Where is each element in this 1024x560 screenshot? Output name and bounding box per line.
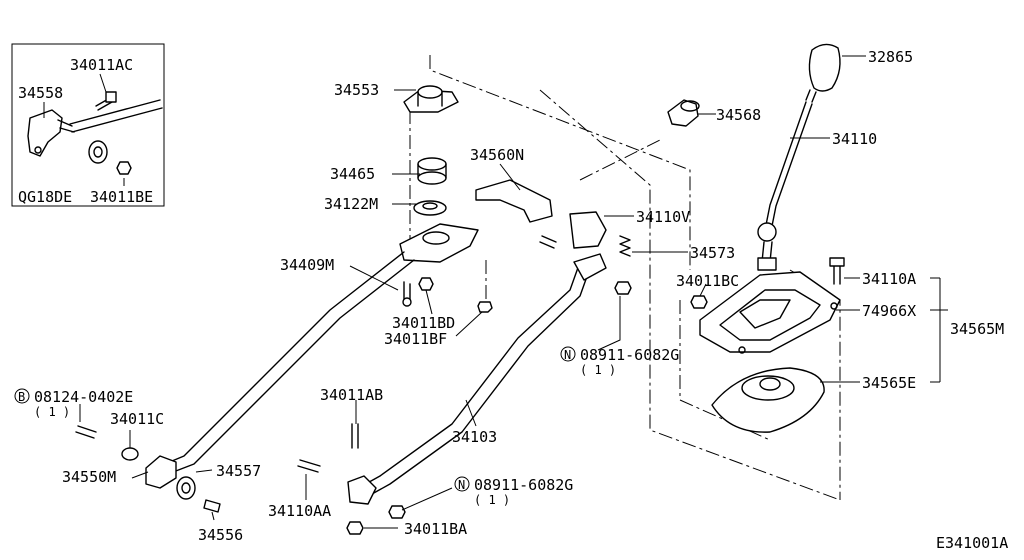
inset-panel: 34011AC 34558 QG18DE 34011BE: [11, 43, 165, 207]
part-labels: 32865 34110 34568 34553 34465 34122M 345…: [62, 48, 1004, 544]
label-32865: 32865: [868, 48, 913, 66]
label-34550M: 34550M: [62, 468, 116, 486]
grommet-34557: [176, 476, 196, 500]
label-34553: 34553: [334, 81, 379, 99]
bolt-34011AB: [351, 423, 359, 449]
bushing-34465: [417, 157, 447, 171]
label-34409M: 34409M: [280, 256, 334, 274]
rod-34550M: [159, 251, 405, 467]
block-34110V: [569, 211, 607, 249]
inset-label-34558: 34558: [18, 84, 63, 102]
callout-number-b: 08124-0402E: [34, 388, 133, 406]
label-34011AB: 34011AB: [320, 386, 383, 404]
nut-08911-upper: [614, 281, 632, 295]
nut-34011BC: [690, 295, 708, 309]
callout-letter-n-lower: N: [458, 478, 465, 492]
nut-34011BA: [346, 521, 364, 535]
label-34556: 34556: [198, 526, 243, 544]
callout-number-n-lower: 08911-6082G: [474, 476, 573, 494]
bracket-34409M: [399, 223, 479, 263]
callout-qty-n-lower: ( 1 ): [474, 493, 510, 507]
label-34573: 34573: [690, 244, 735, 262]
callout-circle-b: [14, 388, 30, 404]
callout-nut-n-upper: N 08911-6082G ( 1 ): [560, 346, 679, 377]
nut-34011BD: [418, 277, 434, 291]
boot-frame: [699, 271, 841, 353]
callout-number-n-upper: 08911-6082G: [580, 346, 679, 364]
callout-letter-n-upper: N: [564, 348, 571, 362]
shift-lever-assembly: [757, 43, 841, 271]
label-34011C: 34011C: [110, 410, 164, 428]
bolt-34110AA: [297, 459, 321, 473]
callout-nut-n-lower: N 08911-6082G ( 1 ): [454, 476, 573, 507]
label-34568: 34568: [716, 106, 761, 124]
bracket-34560N: [475, 179, 553, 223]
plug-34568: [667, 99, 699, 127]
label-34110A: 34110A: [862, 270, 916, 288]
label-34565M: 34565M: [950, 320, 1004, 338]
label-34011BF: 34011BF: [384, 330, 447, 348]
bolt-34110A: [829, 257, 845, 267]
diagram-id: E341001A: [936, 534, 1008, 552]
callout-circle-n-lower: [454, 476, 470, 492]
shift-boot-assembly: [699, 271, 841, 433]
seat-34122M: [413, 200, 447, 216]
callout-letter-b: B: [18, 390, 25, 404]
spring-34573: [619, 235, 631, 257]
leader-lines: [79, 55, 948, 529]
callout-qty-b: ( 1 ): [34, 405, 70, 419]
rod-34103: [361, 261, 581, 487]
pin-34556: [203, 499, 221, 513]
inset-frame: [11, 43, 165, 207]
label-34011BA: 34011BA: [404, 520, 467, 538]
label-34560N: 34560N: [470, 146, 524, 164]
inset-variant-label: QG18DE: [18, 188, 72, 206]
label-34465: 34465: [330, 165, 375, 183]
label-74966X: 74966X: [862, 302, 916, 320]
label-34110: 34110: [832, 130, 877, 148]
label-34565E: 34565E: [862, 374, 916, 392]
inset-bracket: [27, 109, 63, 157]
upper-center-parts: [399, 85, 845, 313]
inset-label-34011BE: 34011BE: [90, 188, 153, 206]
label-34011BD: 34011BD: [392, 314, 455, 332]
inset-rod: [69, 99, 163, 133]
inset-label-34011AC: 34011AC: [70, 56, 133, 74]
washer-34011C: [121, 447, 139, 461]
label-34011BC: 34011BC: [676, 272, 739, 290]
bushing-34550M: [145, 455, 177, 489]
control-rods: [75, 251, 607, 535]
callout-circle-n-upper: [560, 346, 576, 362]
shift-knob: [808, 43, 841, 92]
shift-lever: [765, 101, 813, 227]
rod-joint-lower: [347, 475, 377, 505]
inset-bushing: [88, 140, 108, 164]
inset-nut: [116, 161, 132, 175]
callout-bolt-b: B 08124-0402E ( 1 ): [14, 388, 133, 419]
label-34103: 34103: [452, 428, 497, 446]
label-34557: 34557: [216, 462, 261, 480]
lever-ball: [757, 222, 777, 242]
callout-qty-n-upper: ( 1 ): [580, 363, 616, 377]
label-34122M: 34122M: [324, 195, 378, 213]
label-34110V: 34110V: [636, 208, 690, 226]
label-34110AA: 34110AA: [268, 502, 331, 520]
nut-34011BF: [477, 301, 493, 313]
nut-08911-lower: [388, 505, 406, 519]
